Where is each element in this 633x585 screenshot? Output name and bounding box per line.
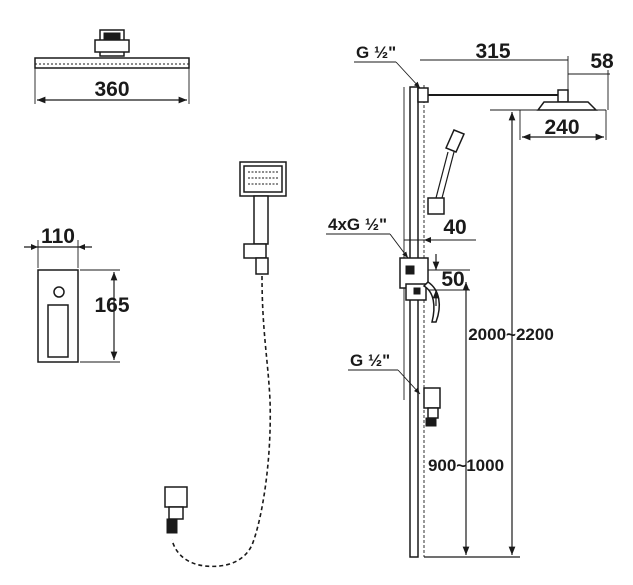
shower-riser-column [403,85,425,558]
valve-plate-height-dimension: 165 [80,269,130,363]
rain-shower-head [34,29,190,69]
bottom-outlet [423,387,441,427]
arm-length-label: 315 [475,40,510,63]
outlet-height-label: 900~1000 [428,456,504,475]
total-height-dimension: 2000~2200 [468,109,554,555]
arm-length-dimension: 315 [420,40,569,92]
valve-plate-width-dimension: 110 [24,225,92,268]
rain-head-width-label: 360 [94,78,129,101]
bottom-connection-label: G ½" [350,351,390,370]
valve-plate-width-label: 110 [41,225,75,248]
top-connection-callout: G ½" [354,43,421,89]
hand-shower [239,161,287,275]
small-head-width-label: 240 [544,116,579,139]
mixer-connection-label: 4xG ½" [328,215,387,234]
shower-arm [417,87,606,111]
total-height-label: 2000~2200 [468,325,554,344]
outlet-height-dimension: 900~1000 [428,282,504,555]
valve-plate-height-label: 165 [94,294,129,317]
shower-hose [171,275,272,568]
small-head-width-dimension: 240 [519,110,607,141]
column-hand-shower [427,129,466,215]
rain-head-width-dimension: 360 [34,68,190,104]
mixer-spacing-label: 50 [441,268,464,291]
top-connection-label: G ½" [356,43,396,62]
mixer-offset-dimension: 40 [404,216,476,243]
hose-connector [164,486,188,534]
valve-cover-plate [37,269,79,363]
arm-offset-label: 58 [590,50,614,73]
mixer-connection-callout: 4xG ½" [326,215,409,259]
bottom-connection-callout: G ½" [348,351,421,395]
arm-offset-dimension: 58 [568,50,614,110]
mixer-offset-label: 40 [443,216,466,239]
